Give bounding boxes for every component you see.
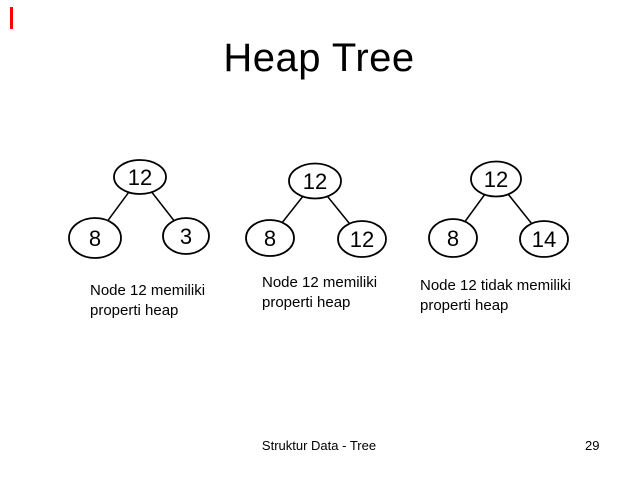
tree-1: 12 8 3: [68, 159, 210, 259]
tree-1-root-value: 12: [128, 165, 152, 190]
tree-1-right-node: [162, 217, 210, 255]
tree-1-left-node: [68, 217, 122, 259]
tree-3-root-value: 12: [484, 167, 508, 192]
page-title: Heap Tree: [223, 36, 415, 80]
tree-2-caption: Node 12 memiliki properti heap: [262, 274, 378, 311]
tree-3-right-node: [519, 220, 569, 258]
tree-3: 12 8 14: [428, 160, 569, 258]
tree-2-root-node: [288, 162, 342, 200]
tree-1-left-value: 8: [89, 226, 101, 251]
tree-3-left-value: 8: [447, 226, 459, 251]
tree-3-caption: Node 12 tidak memiliki properti heap: [420, 277, 571, 314]
tree-3-left-node: [428, 218, 478, 258]
footer-title: Struktur Data - Tree: [261, 438, 377, 453]
tree-3-right-value: 14: [532, 227, 556, 252]
tree-1-right-value: 3: [180, 224, 192, 249]
tree-2-right-node: [337, 220, 387, 258]
tree-2: 12 8 12: [245, 162, 387, 258]
tree-2-root-value: 12: [303, 169, 327, 194]
tree-1-root-node: [113, 159, 167, 195]
tree-2-right-value: 12: [350, 227, 374, 252]
tree-2-left-node: [245, 219, 295, 257]
red-accent-mark: [10, 7, 13, 29]
tree-1-caption: Node 12 memiliki properti heap: [90, 282, 206, 319]
tree-2-left-value: 8: [264, 226, 276, 251]
page-number: 29: [585, 438, 600, 453]
tree-3-root-node: [470, 160, 522, 198]
